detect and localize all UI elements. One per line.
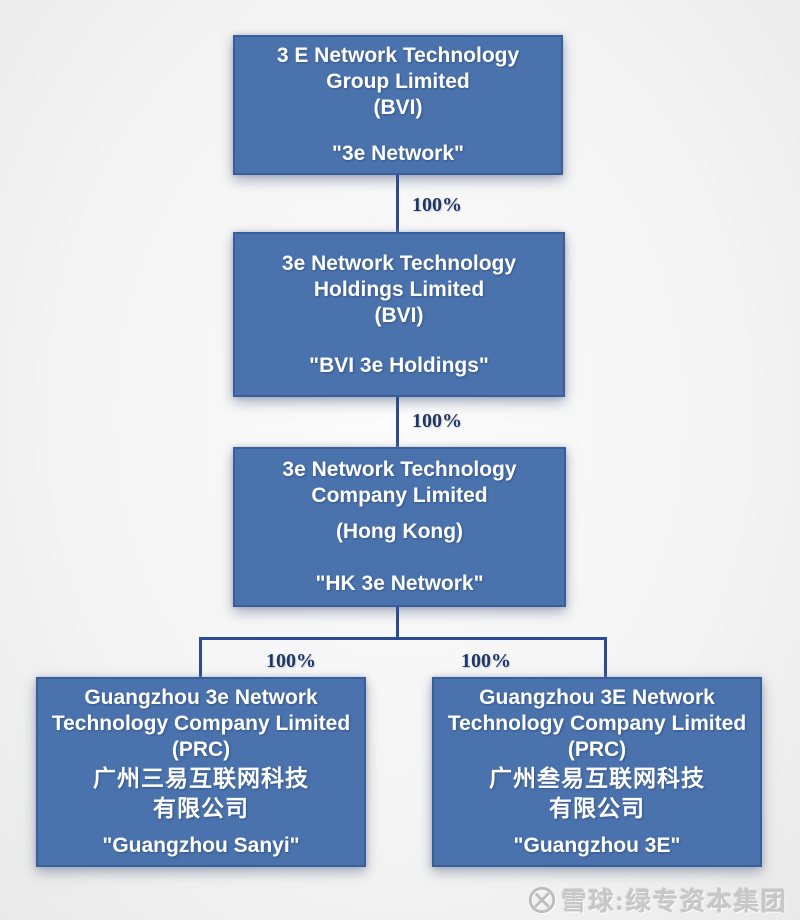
node-line: 3e Network Technology [281,251,517,275]
node-line: Technology Company Limited [51,712,351,735]
node-line: 3 E Network Technology [276,44,520,67]
ownership-label: 100% [461,650,511,672]
node-nickname: "BVI 3e Holdings" [309,353,489,377]
ownership-label: 100% [412,194,462,216]
node-line: 3e Network Technology [282,458,517,481]
connector-holdings-to-hk [396,397,399,447]
connector-split-bar [199,637,607,640]
node-line-chinese: 有限公司 [549,795,645,821]
node-line: (PRC) [171,738,231,761]
node-nickname: "3e Network" [332,142,464,165]
connector-drop-to-sanyi [199,637,202,677]
node-nickname: "Guangzhou Sanyi" [102,834,300,857]
org-node-hk-3e-network: 3e Network Technology Company Limited (H… [233,447,566,607]
node-line: Guangzhou 3E Network [479,686,715,709]
ownership-label: 100% [412,410,462,432]
node-nickname: "Guangzhou 3E" [513,834,681,857]
node-line: (PRC) [567,738,627,761]
node-line-chinese: 广州叁易互联网科技 [489,765,705,791]
watermark-text: 雪球:绿专资本集团 [561,888,788,916]
connector-group-to-holdings [396,175,399,232]
xueqiu-snowball-icon [528,886,555,914]
org-node-guangzhou-sanyi: Guangzhou 3e Network Technology Company … [36,677,366,867]
node-line: Group Limited [326,70,470,93]
node-line-chinese: 广州三易互联网科技 [93,765,309,791]
ownership-label: 100% [266,650,316,672]
node-line: (BVI) [374,303,424,327]
org-node-guangzhou-3e: Guangzhou 3E Network Technology Company … [432,677,762,867]
connector-hk-stub [396,607,399,638]
node-region: (Hong Kong) [335,520,464,543]
node-line: Holdings Limited [313,277,485,301]
node-line-chinese: 有限公司 [153,795,249,821]
node-line: Company Limited [311,484,488,507]
org-node-3e-network-group: 3 E Network Technology Group Limited (BV… [233,35,563,175]
connector-drop-to-gz3e [604,637,607,677]
node-line: Technology Company Limited [447,712,747,735]
node-nickname: "HK 3e Network" [315,572,484,595]
node-line: Guangzhou 3e Network [84,686,318,709]
org-node-bvi-3e-holdings: 3e Network Technology Holdings Limited (… [233,232,565,397]
watermark: 雪球:绿专资本集团 [527,882,788,918]
node-line: (BVI) [373,96,423,119]
